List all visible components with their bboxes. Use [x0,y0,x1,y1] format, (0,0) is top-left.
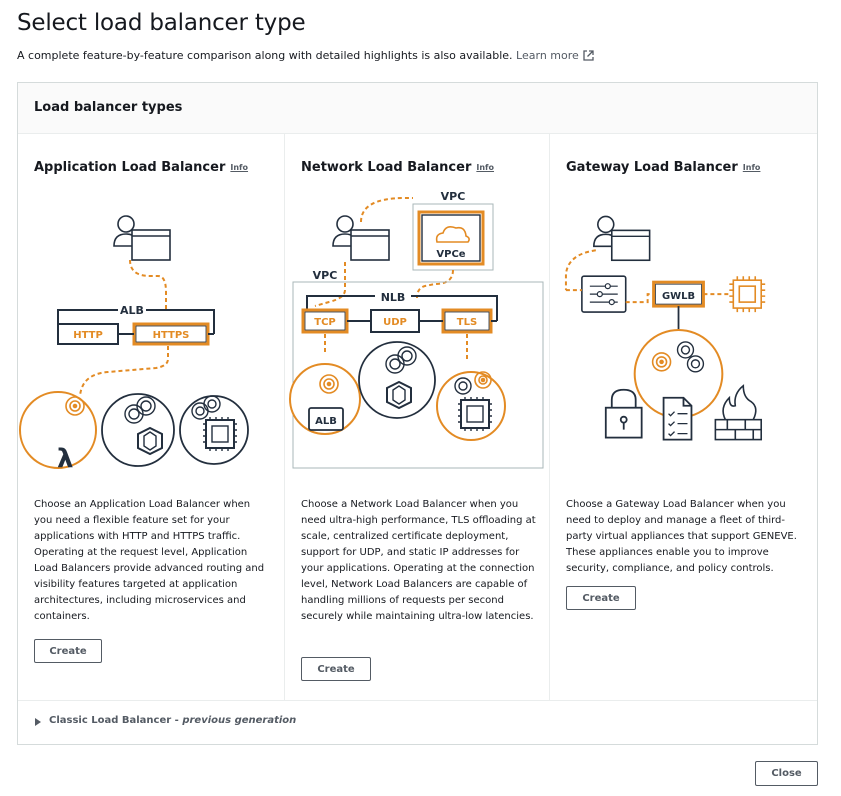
alb-label: ALB [120,304,144,317]
create-nlb-button[interactable]: Create [301,657,371,681]
card-network-load-balancer: Network Load Balancer Info VPC VPCe VPC [284,134,550,700]
user-icon [593,215,651,262]
http-label: HTTP [73,330,103,341]
caret-right-icon [35,718,41,726]
card-title-text: Application Load Balancer [34,160,226,175]
classic-load-balancer-expander[interactable]: Classic Load Balancer - previous generat… [18,700,817,745]
load-balancer-types-panel: Load balancer types Application Load Bal… [17,82,818,745]
card-description: Choose an Application Load Balancer when… [34,499,265,622]
card-description: Choose a Network Load Balancer when you … [301,499,536,622]
alb-target-label: ALB [315,416,337,427]
learn-more-label: Learn more [516,49,579,62]
document-icon [662,396,693,441]
vpce-label: VPCe [436,249,465,260]
subtitle-text: A complete feature-by-feature comparison… [17,49,513,62]
card-gateway-load-balancer: Gateway Load Balancer Info GWLB [550,134,817,700]
info-link[interactable]: Info [230,163,249,172]
vpce-box [417,210,485,266]
user-icon [332,215,390,261]
chip-icon [729,276,766,313]
panel-title: Load balancer types [34,100,183,115]
tls-label: TLS [457,317,477,328]
card-title: Gateway Load Balancer Info [566,160,760,175]
vpc-top-label: VPC [441,190,466,203]
external-link-icon [583,50,594,61]
classic-label: Classic Load Balancer - previous generat… [49,715,297,726]
firewall-icon [714,384,763,441]
udp-label: UDP [383,317,407,328]
tcp-label: TCP [314,317,336,328]
user-icon [113,215,171,261]
https-label: HTTPS [153,330,190,341]
nlb-diagram: VPC VPCe VPC NLB TCP UDP [289,190,544,469]
close-button[interactable]: Close [755,761,818,786]
page-title: Select load balancer type [17,10,306,36]
gwlb-label: GWLB [662,291,695,302]
container-target [101,393,175,467]
classic-title: Classic Load Balancer [49,715,172,726]
learn-more-link[interactable]: Learn more [516,49,594,62]
create-gwlb-button[interactable]: Create [566,586,636,610]
vpc-label: VPC [313,269,338,282]
nlb-label: NLB [381,291,406,304]
classic-suffix: previous generation [182,715,297,726]
create-alb-button[interactable]: Create [34,639,102,663]
lambda-icon: λ [57,444,73,474]
card-title: Network Load Balancer Info [301,160,494,175]
instance-target [179,395,249,465]
page-subtitle: A complete feature-by-feature comparison… [17,49,594,62]
panel-header: Load balancer types [18,83,817,134]
card-application-load-balancer: Application Load Balancer Info ALB HTTP H… [18,134,284,700]
alb-diagram: ALB HTTP HTTPS λ [19,215,249,474]
card-title-text: Gateway Load Balancer [566,160,738,175]
info-link[interactable]: Info [476,163,495,172]
card-title: Application Load Balancer Info [34,160,248,175]
card-title-text: Network Load Balancer [301,160,472,175]
gwlb-diagram: GWLB [564,215,766,441]
card-description: Choose a Gateway Load Balancer when you … [566,499,797,574]
info-link[interactable]: Info [742,163,761,172]
lock-icon [604,388,643,439]
